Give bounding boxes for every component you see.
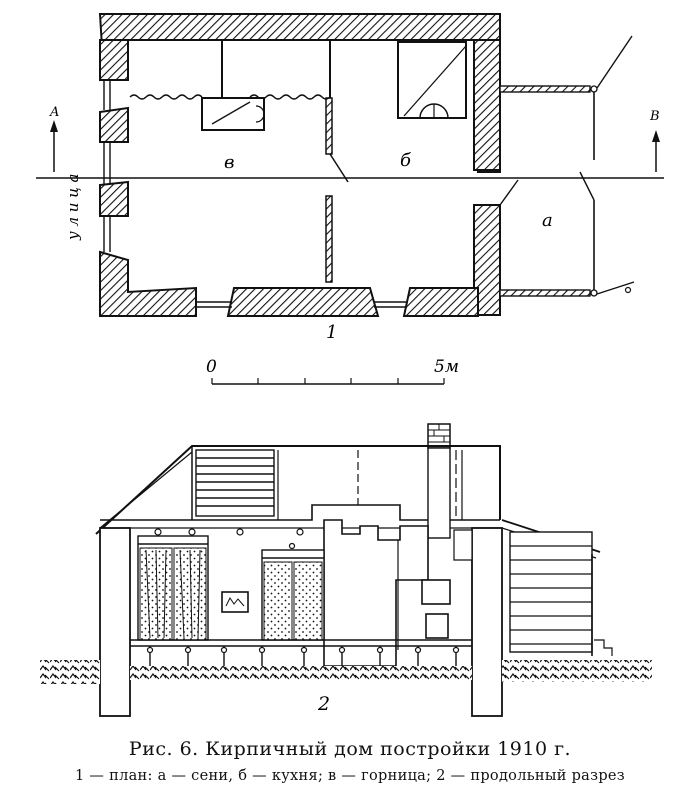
figure-caption-title: Рис. 6. Кирпичный дом постройки 1910 г. [128, 738, 572, 760]
plan-wall-bottom-right [402, 287, 479, 317]
ground-left [40, 660, 100, 684]
plan-pier-2 [99, 180, 129, 217]
curtain-window-left [137, 535, 209, 641]
plan-pier-1 [99, 106, 129, 143]
section-stove [323, 519, 473, 667]
floor-plan: в б а A B у л и ц а 1 [36, 13, 664, 343]
chimney [427, 423, 451, 449]
figure-drawing: в б а A B у л и ц а 1 0 5м [36, 13, 664, 717]
scale-zero: 0 [206, 357, 217, 377]
section-arrow-b [652, 130, 660, 172]
stove-room-v [201, 97, 265, 131]
porch-senі [499, 35, 635, 297]
curtain-window-middle [261, 542, 325, 641]
section-wall-right [471, 527, 503, 717]
section-label-b: B [649, 109, 660, 124]
figure-caption-legend: 1 — план: а — сени, б — кухня; в — горни… [74, 768, 625, 784]
section-arrow-a [50, 120, 58, 172]
section-label-a: A [49, 105, 59, 120]
roof [95, 445, 501, 535]
ground-middle [130, 666, 472, 680]
plan-number: 1 [326, 322, 337, 343]
section-porch [501, 519, 613, 656]
scale-end: 5м [434, 357, 459, 377]
plan-wall-left-top [99, 39, 129, 81]
room-label-b: б [400, 150, 412, 171]
plan-wall-right-upper [473, 39, 501, 171]
section-wall-left [99, 527, 131, 717]
longitudinal-section: 2 [40, 423, 652, 717]
section-number: 2 [317, 693, 330, 715]
room-label-a: а [542, 210, 553, 231]
scale-bar: 0 5м [206, 357, 459, 385]
plan-wall-bottom-mid [226, 287, 380, 317]
street-label: у л и ц а [64, 174, 82, 241]
stove-kitchen [397, 41, 467, 119]
plan-wall-left-bottom [99, 250, 197, 317]
room-label-v: в [224, 152, 234, 173]
wall-picture [221, 591, 249, 613]
ground-right [502, 660, 652, 682]
